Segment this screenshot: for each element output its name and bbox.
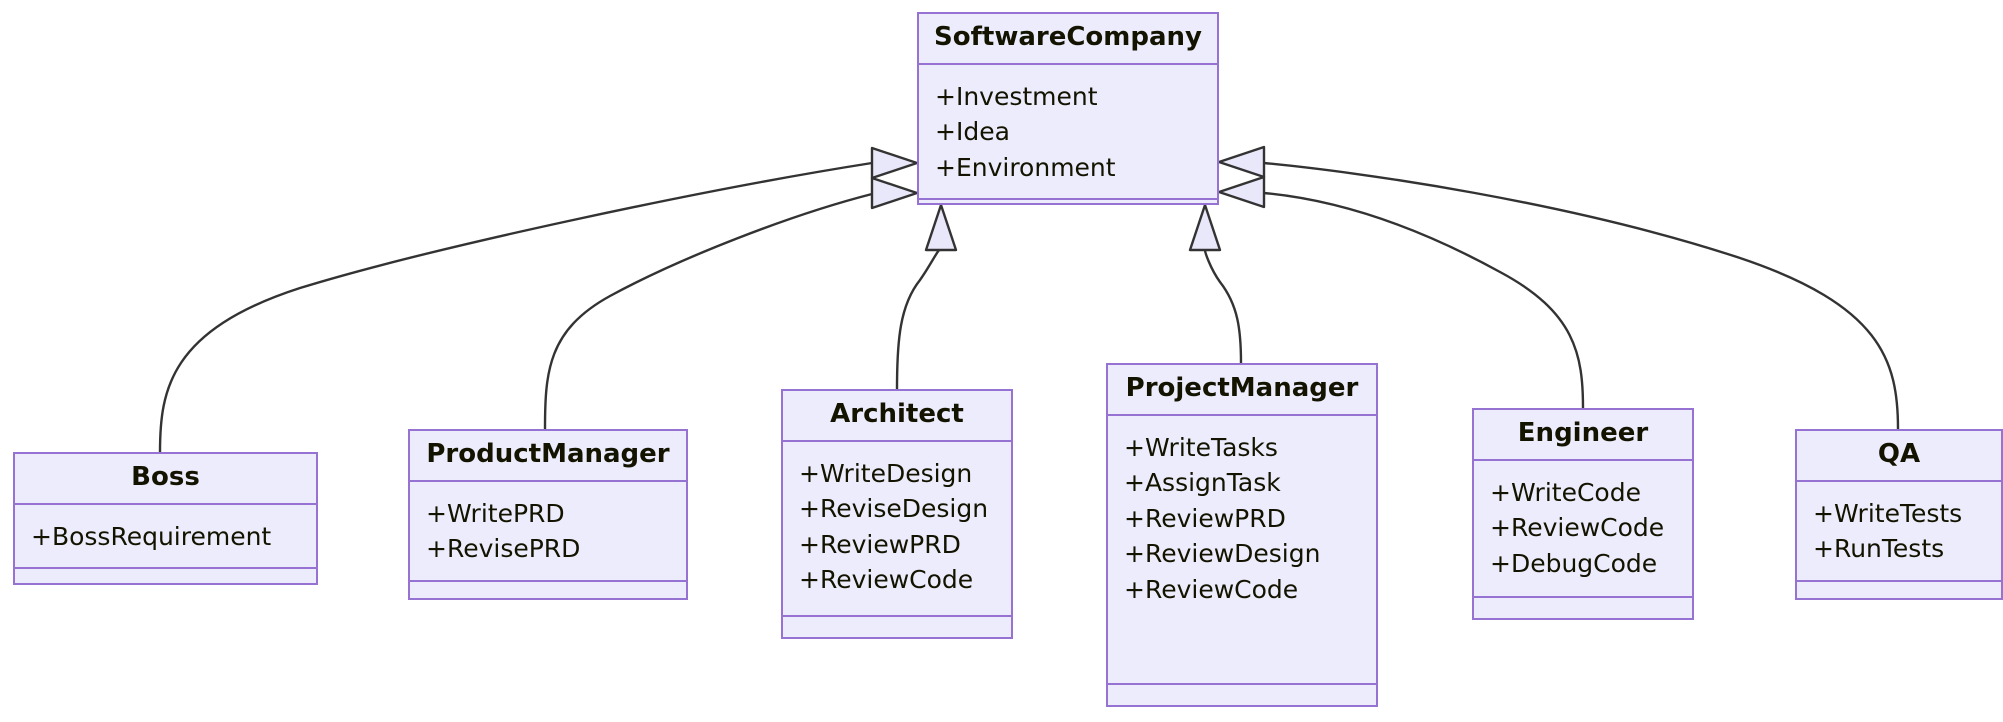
class-title-project-manager: ProjectManager bbox=[1108, 365, 1376, 416]
class-methods-software-company bbox=[919, 200, 1217, 220]
class-attribute: +BossRequirement bbox=[31, 521, 272, 551]
inheritance-arrowhead-icon bbox=[870, 146, 919, 180]
edge-architect-to-softwarecompany bbox=[895, 203, 958, 391]
class-methods-project-manager bbox=[1108, 685, 1376, 705]
class-attribute: +ReviewPRD bbox=[1124, 503, 1286, 533]
class-attributes-product-manager: +WritePRD +RevisePRD bbox=[410, 482, 686, 582]
class-attribute: +WritePRD bbox=[426, 498, 565, 528]
class-attribute: +ReviewDesign bbox=[1124, 539, 1321, 569]
edge-projectmanager-to-softwarecompany bbox=[1188, 203, 1243, 365]
class-attribute: +Investment bbox=[935, 81, 1098, 111]
class-box-project-manager[interactable]: ProjectManager +WriteTasks +AssignTask +… bbox=[1106, 363, 1378, 707]
class-attribute: +RevisePRD bbox=[426, 534, 581, 564]
class-attribute: +WriteCode bbox=[1490, 477, 1641, 507]
class-title-engineer: Engineer bbox=[1474, 410, 1692, 461]
class-attributes-engineer: +WriteCode +ReviewCode +DebugCode bbox=[1474, 461, 1692, 598]
class-attribute: +WriteTasks bbox=[1124, 432, 1278, 462]
class-methods-boss bbox=[15, 569, 316, 589]
inheritance-arrowhead-icon bbox=[870, 176, 919, 210]
class-attribute: +ReviewCode bbox=[1124, 574, 1299, 604]
class-attributes-project-manager: +WriteTasks +AssignTask +ReviewPRD +Revi… bbox=[1108, 416, 1376, 685]
class-attribute: +ReviseDesign bbox=[799, 494, 989, 524]
class-attributes-architect: +WriteDesign +ReviseDesign +ReviewPRD +R… bbox=[783, 442, 1011, 617]
class-title-architect: Architect bbox=[783, 391, 1011, 442]
inheritance-arrowhead-icon bbox=[1217, 145, 1266, 179]
class-attributes-boss: +BossRequirement bbox=[15, 505, 316, 570]
class-methods-engineer bbox=[1474, 598, 1692, 618]
class-methods-product-manager bbox=[410, 582, 686, 602]
class-box-product-manager[interactable]: ProductManager +WritePRD +RevisePRD bbox=[408, 429, 688, 600]
class-attributes-qa: +WriteTests +RunTests bbox=[1797, 482, 2001, 582]
class-box-architect[interactable]: Architect +WriteDesign +ReviseDesign +Re… bbox=[781, 389, 1013, 639]
class-title-product-manager: ProductManager bbox=[410, 431, 686, 482]
class-attribute: +DebugCode bbox=[1490, 548, 1658, 578]
class-box-qa[interactable]: QA +WriteTests +RunTests bbox=[1795, 429, 2003, 600]
class-box-engineer[interactable]: Engineer +WriteCode +ReviewCode +DebugCo… bbox=[1472, 408, 1694, 620]
class-methods-architect bbox=[783, 617, 1011, 637]
class-attribute: +ReviewCode bbox=[1490, 513, 1665, 543]
class-attribute: +RunTests bbox=[1813, 534, 1945, 564]
class-title-boss: Boss bbox=[15, 454, 316, 505]
class-attribute: +ReviewPRD bbox=[799, 529, 961, 559]
class-title-software-company: SoftwareCompany bbox=[919, 14, 1217, 65]
class-attribute: +Environment bbox=[935, 152, 1116, 182]
class-attribute: +AssignTask bbox=[1124, 468, 1281, 498]
class-attribute: +WriteTests bbox=[1813, 498, 1963, 528]
class-methods-qa bbox=[1797, 582, 2001, 602]
class-box-boss[interactable]: Boss +BossRequirement bbox=[13, 452, 318, 585]
inheritance-arrowhead-icon bbox=[1217, 175, 1266, 209]
class-attribute: +ReviewCode bbox=[799, 565, 974, 595]
class-box-software-company[interactable]: SoftwareCompany +Investment +Idea +Envir… bbox=[917, 12, 1219, 205]
class-attribute: +WriteDesign bbox=[799, 458, 973, 488]
class-attributes-software-company: +Investment +Idea +Environment bbox=[919, 65, 1217, 201]
class-attribute: +Idea bbox=[935, 117, 1010, 147]
class-title-qa: QA bbox=[1797, 431, 2001, 482]
